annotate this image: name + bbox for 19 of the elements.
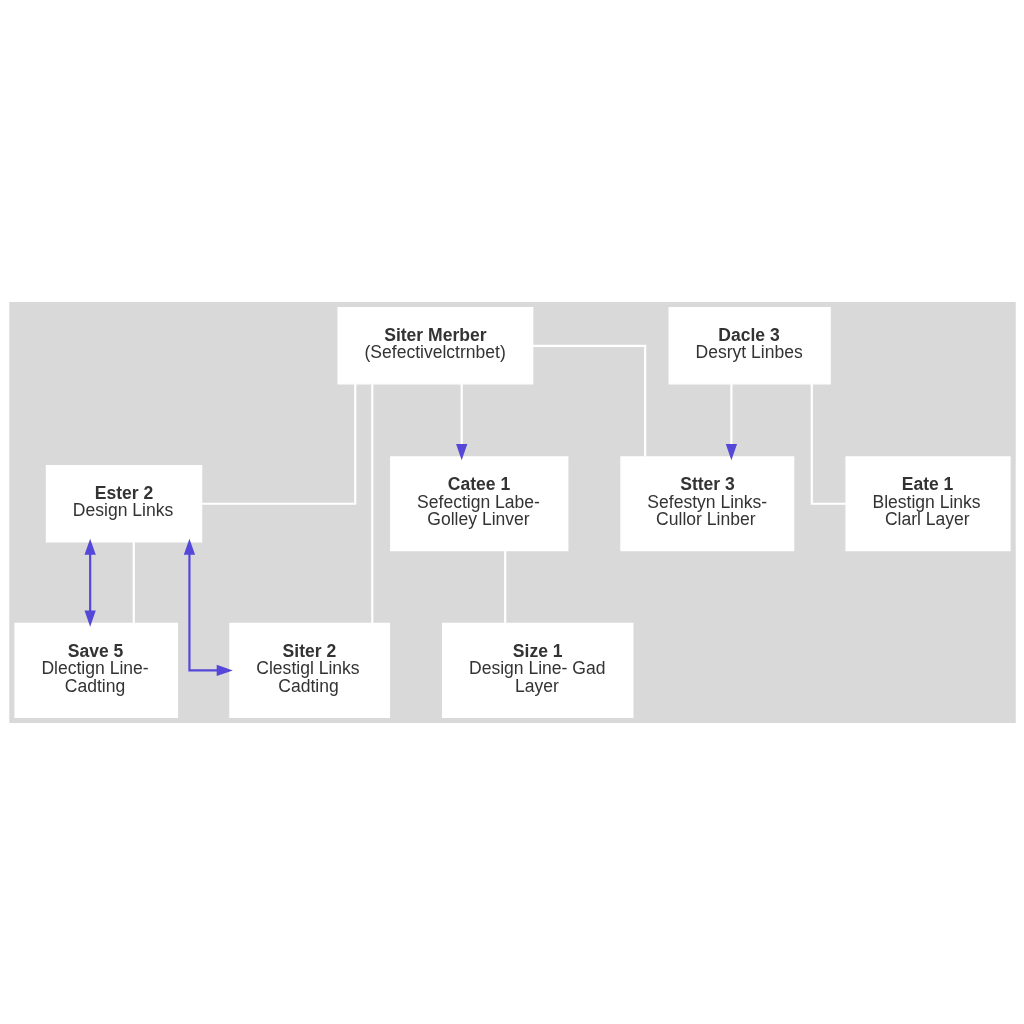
node-box: Ester 2 Design Links xyxy=(45,464,202,542)
arrow xyxy=(455,383,467,460)
node-box: Dacle 3 Desryt Linbes xyxy=(668,306,831,385)
arrow xyxy=(84,538,96,627)
connector xyxy=(532,344,646,457)
arrow xyxy=(725,383,737,460)
node-box: Size 1 Design Line- Gad Layer xyxy=(441,622,633,718)
connector xyxy=(810,383,846,505)
arrow xyxy=(183,538,233,676)
connector xyxy=(370,383,373,624)
node-box: Stter 3 Sefestyn Links- Cullor Linber xyxy=(619,455,794,551)
node-box: Siter Merber (Sefectivelctrnbet) xyxy=(336,306,533,385)
node-box: Eate 1 Blestign Links Clarl Layer xyxy=(844,455,1011,551)
node-box: Siter 2 Clestigl Links Cadting xyxy=(228,622,390,718)
connector xyxy=(132,541,135,623)
connector xyxy=(201,383,356,505)
connector xyxy=(503,550,506,623)
node-box: Save 5 Dlectign Line- Cadting xyxy=(13,622,178,718)
node-box: Catee 1 Sefectign Labe- Golley Linver xyxy=(389,455,568,551)
